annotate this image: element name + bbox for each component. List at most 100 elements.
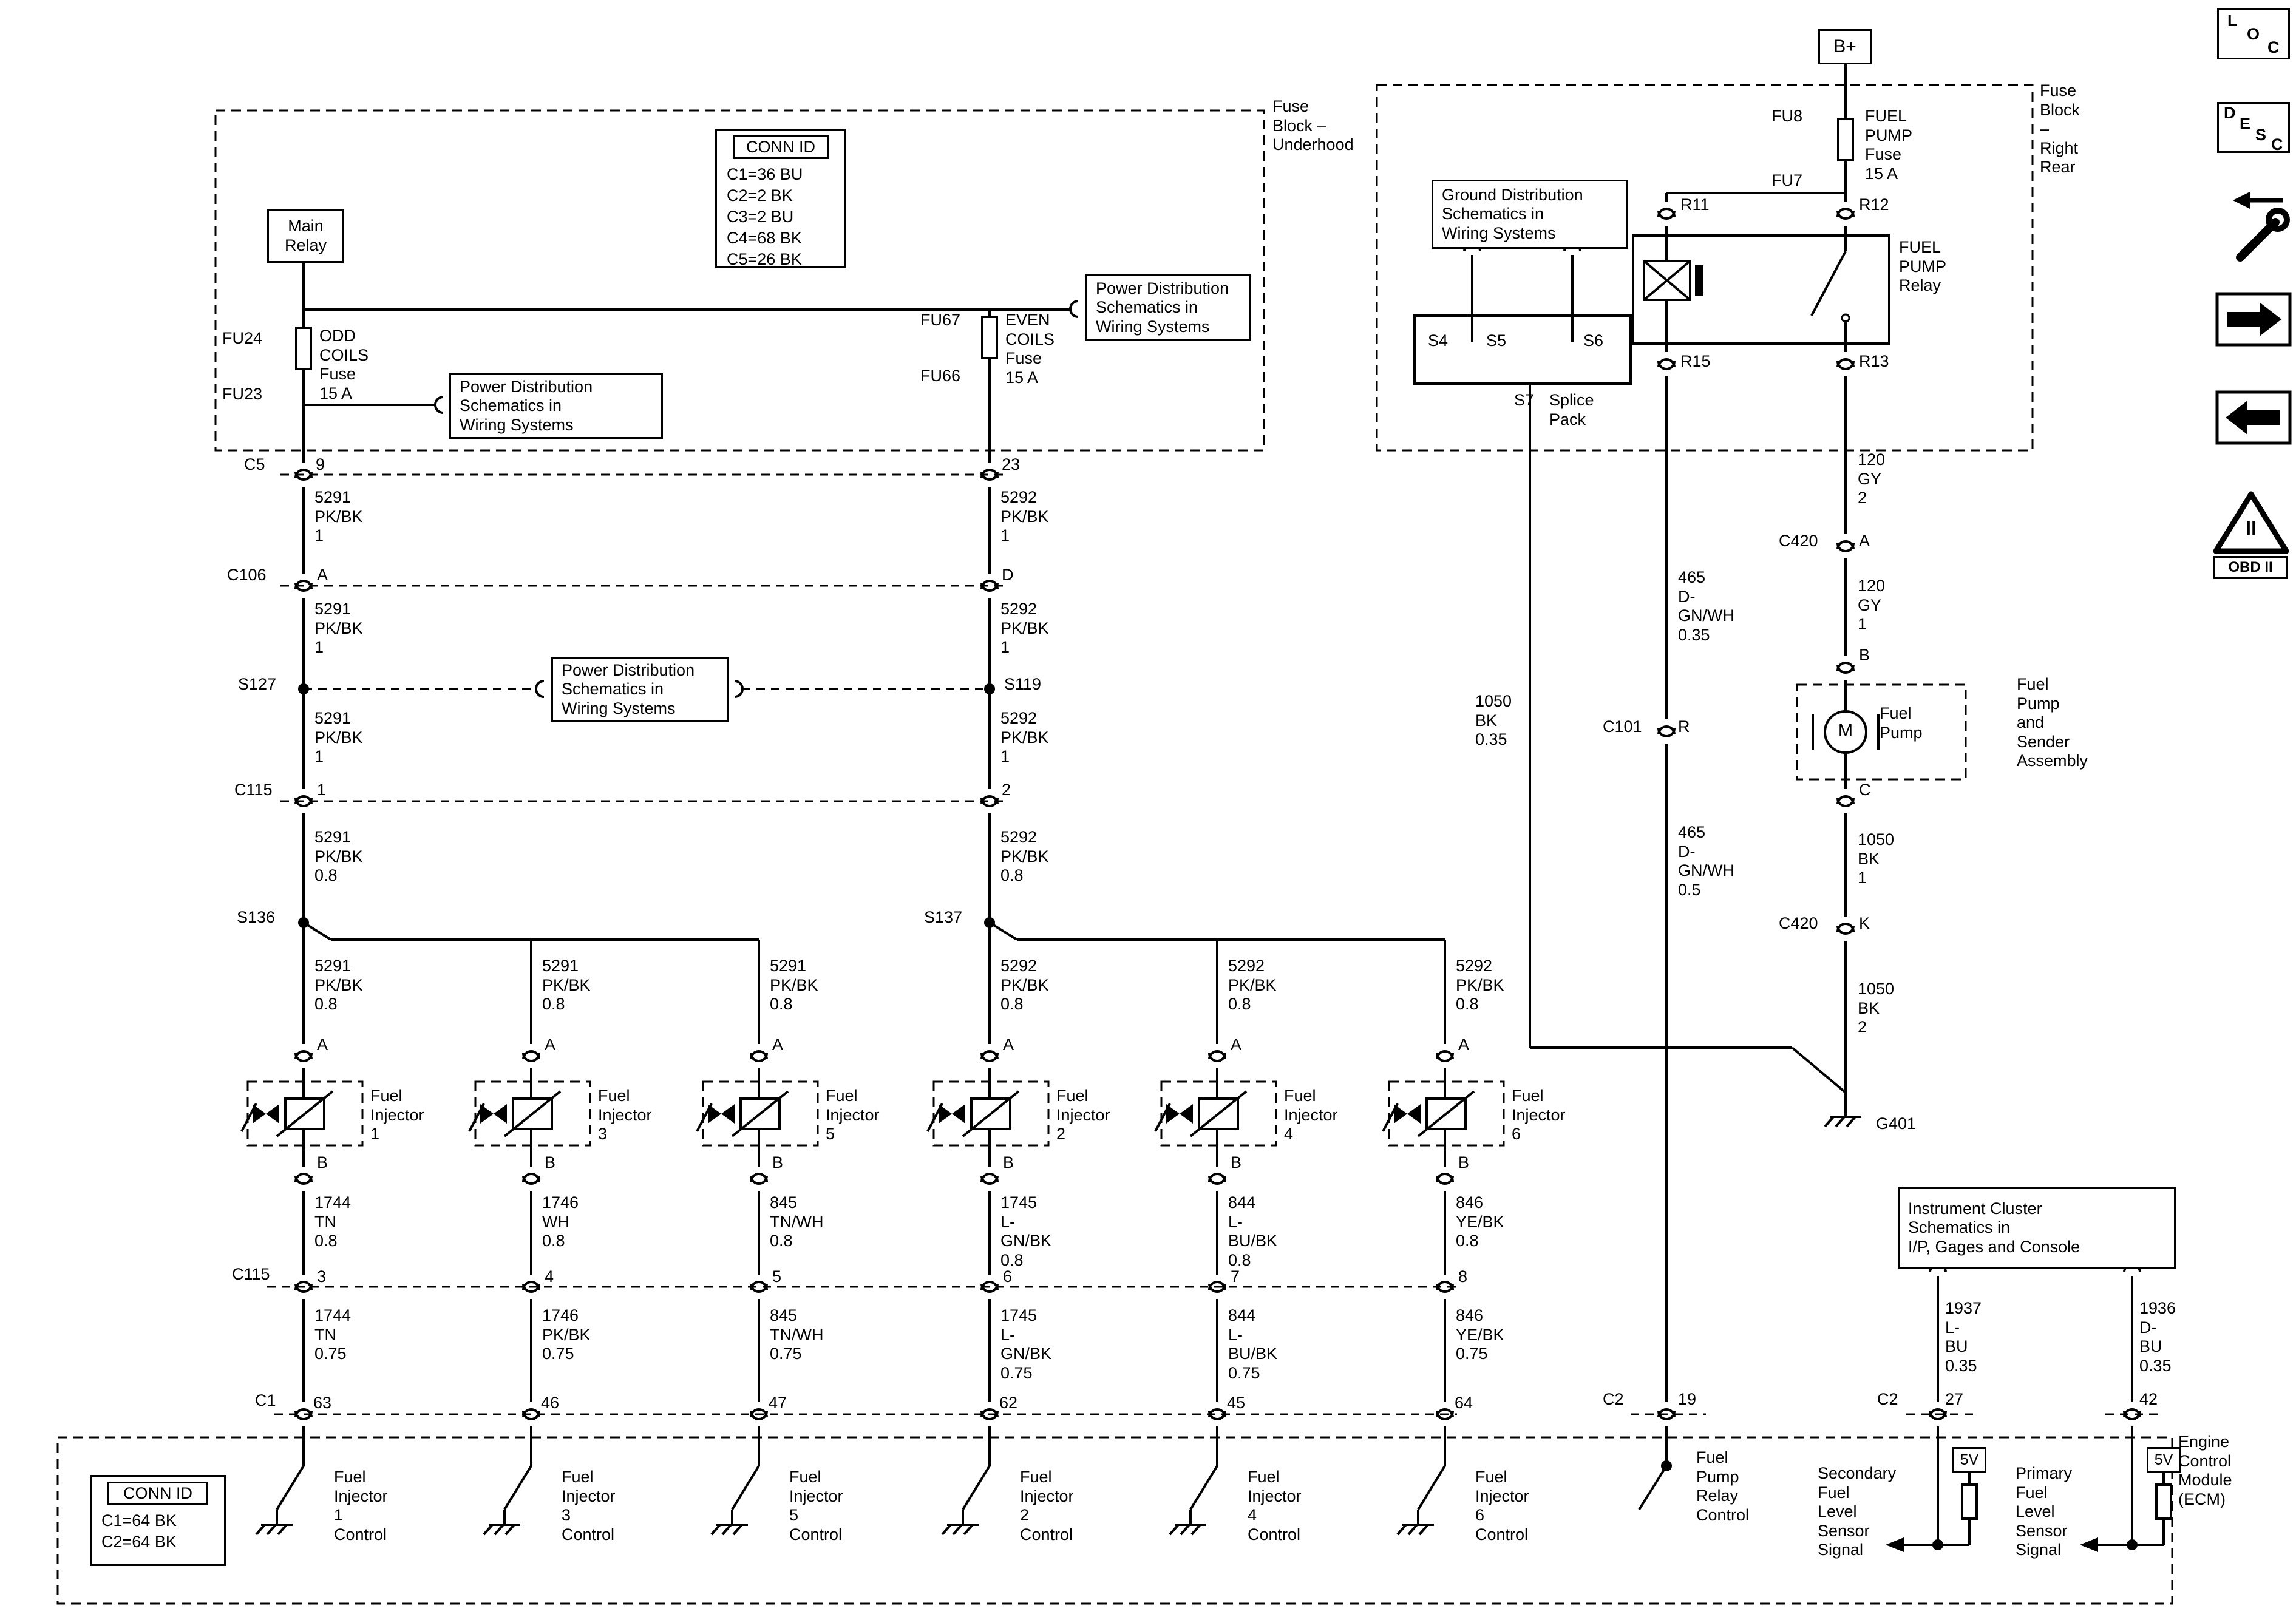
wire-465-label-1: 465 D-GN/WH 0.35 [1678,568,1734,644]
injector-col5-c1-pin-label: 45 [1227,1394,1246,1412]
injector-col1-pin-b-label: B [317,1153,328,1171]
c5-pin-23-label: 23 [1002,455,1021,473]
pin-42-label: 42 [2139,1390,2158,1408]
injector-col1-control-label: Fuel Injector 1 Control [334,1468,388,1544]
injector-col3-wire-label-upper: 845 TN/WH 0.8 [770,1193,824,1250]
s127-splice-label: S127 [238,675,277,693]
injector-col3-control-label: Fuel Injector 5 Control [789,1468,843,1544]
5v-box-secondary: 5V [1952,1447,1986,1473]
injector-col5-branch-wire-label: 5292 PK/BK 0.8 [1228,957,1277,1014]
connector-dashed-lines [267,473,2161,1415]
injector-col3-c1-pin-label: 47 [769,1394,787,1412]
even-coils-fuse-label: EVEN COILS Fuse 15 A [1005,311,1055,387]
ref-text: Power Distribution Schematics in Wiring … [562,660,695,717]
battery-feed-box: B+ [1818,29,1872,64]
motor-m-label: M [1838,721,1853,741]
desc-letter: D [2224,104,2236,122]
conn-id-row: C2=2 BK [727,186,793,205]
fu7-label: FU7 [1771,171,1803,189]
wire-5291-label-2: 5291 PK/BK 1 [314,600,363,657]
injector-col2-pin-a-label: A [545,1036,556,1054]
c420-connector-label-k: C420 [1779,914,1818,932]
injector-col1-branch-wire-label: 5291 PK/BK 0.8 [314,957,363,1014]
forward-arrow-icon[interactable] [2215,292,2292,347]
wire-1050-bk-035-label: 1050 BK 0.35 [1475,692,1512,749]
repair-tool-icon[interactable] [2233,192,2290,262]
wire-5291-label-1: 5291 PK/BK 1 [314,488,363,545]
injector-col4-pin-b-label: B [1003,1153,1014,1171]
c106-pin-d-label: D [1002,566,1014,584]
obd-ii-icon[interactable] [2213,491,2289,554]
wire-5292-label-2: 5292 PK/BK 1 [1000,600,1049,657]
c115-lower-connector-label: C115 [232,1265,270,1283]
injector-col2-wire-label-lower: 1746 PK/BK 0.75 [542,1306,591,1363]
r13-pin-label: R13 [1859,352,1889,370]
obd-ii-button[interactable]: OBD II [2213,556,2288,579]
conn-id-box-ecm: CONN ID C1=64 BK C2=64 BK [90,1475,226,1566]
5v-box-primary: 5V [2147,1447,2181,1473]
injector-col5-c115-pin-label: 7 [1231,1267,1240,1286]
wires [240,64,2165,1546]
conn-id-row: C1=36 BU [727,165,803,183]
injector-col6-c115-pin-label: 8 [1458,1267,1468,1286]
injector-col5-wire-label-upper: 844 L-BU/BK 0.8 [1228,1193,1278,1269]
injector-col4-wire-label-lower: 1745 L-GN/BK 0.75 [1000,1306,1052,1382]
injector-col3-pin-b-label: B [772,1153,784,1171]
loc-button[interactable]: L O C [2217,8,2290,59]
injector-col6-c1-pin-label: 64 [1455,1394,1473,1412]
s136-splice-label: S136 [237,908,276,926]
conn-id-title: CONN ID [733,135,829,159]
splice-pack-label: Splice Pack [1549,391,1594,429]
odd-coils-fuse-label: ODD COILS Fuse 15 A [319,327,369,402]
s7-label: S7 [1514,391,1535,409]
injector-col3-wire-label-lower: 845 TN/WH 0.75 [770,1306,824,1363]
wire-5292-label-1: 5292 PK/BK 1 [1000,488,1049,545]
desc-button[interactable]: D E S C [2217,102,2290,154]
back-arrow-icon[interactable] [2215,390,2292,445]
main-relay-box: Main Relay [267,209,344,263]
ref-power-distribution-3: Power Distribution Schematics in Wiring … [551,657,729,722]
c2-connector-label-27: C2 [1877,1390,1898,1408]
dashed-boundary-boxes [56,84,2173,1605]
loc-letter: O [2247,25,2260,43]
conn-id-box-underhood: CONN ID C1=36 BU C2=2 BK C3=2 BU C4=68 B… [715,129,846,268]
injector-col2-injector-name-label: Fuel Injector 3 [598,1086,652,1144]
injector-col6-pin-b-label: B [1458,1153,1470,1171]
injector-col4-wire-label-upper: 1745 L-GN/BK 0.8 [1000,1193,1052,1269]
wire-465-label-2: 465 D-GN/WH 0.5 [1678,823,1734,899]
injector-col3-pin-a-label: A [772,1036,784,1054]
injector-col2-branch-wire-label: 5291 PK/BK 0.8 [542,957,591,1014]
injector-col2-control-label: Fuel Injector 3 Control [562,1468,616,1544]
wire-1050-bk-2-label: 1050 BK 2 [1858,980,1895,1037]
wire-120-gy-1-label: 120 GY 1 [1858,577,1886,634]
bplus-label: B+ [1833,36,1856,56]
ref-ground-distribution: Ground Distribution Schematics in Wiring… [1432,180,1628,249]
c106-connector-label: C106 [227,566,267,584]
s5-label: S5 [1486,331,1507,350]
ref-instrument-cluster: Instrument Cluster Schematics in I/P, Ga… [1898,1187,2176,1269]
wire-1937-label: 1937 L-BU 0.35 [1945,1299,1982,1375]
c101-pin-r-label: R [1678,717,1690,736]
ref-power-distribution-2: Power Distribution Schematics in Wiring … [1085,274,1251,341]
5v-label: 5V [1960,1451,1979,1468]
s4-label: S4 [1428,331,1449,350]
ref-text: Power Distribution Schematics in Wiring … [1096,279,1229,336]
conn-id-title: CONN ID [107,1482,208,1505]
loc-letter: L [2227,12,2238,30]
fuel-pump-relay-label: FUEL PUMP Relay [1899,238,1947,295]
injector-col3-c115-pin-label: 5 [772,1267,782,1286]
ref-text: Ground Distribution Schematics in Wiring… [1442,185,1583,242]
desc-letter: E [2240,115,2251,133]
injector-col1-c115-pin-label: 3 [317,1267,327,1286]
fu23-label: FU23 [222,385,263,403]
wire-5291-label-3: 5291 PK/BK 1 [314,709,363,766]
c115-pin-1-label: 1 [317,781,327,799]
wire-5291-label-4: 5291 PK/BK 0.8 [314,828,363,885]
c115-connector-label: C115 [234,781,273,799]
c115-pin-2-label: 2 [1002,781,1011,799]
injector-col6-wire-label-upper: 846 YE/BK 0.8 [1456,1193,1504,1250]
c5-pin-9-label: 9 [316,455,325,473]
r11-pin-label: R11 [1680,195,1710,214]
